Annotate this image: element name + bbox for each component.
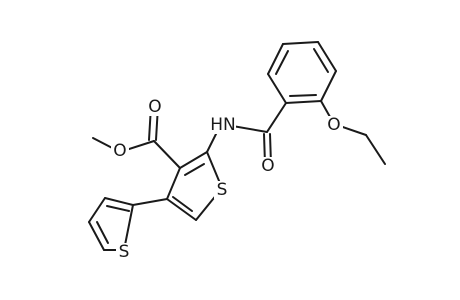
bonds [88,41,386,251]
bond-b3-b4 [282,41,319,45]
bond-b2-b3-inner [275,50,289,75]
bond-t4-t5-inner [96,221,109,244]
bond-ch2-ch3 [365,134,386,165]
atom-o-ester: O [113,141,126,161]
atom-s-thienyl: S [119,242,130,262]
bond-c5-c4-inner [172,196,193,212]
bond-camide-aryl [266,102,287,133]
bond-c3-c2-inner [184,163,205,176]
bond-c4-t2 [132,198,168,206]
atom-o-amide: O [261,156,274,176]
bond-st-t2 [123,204,134,251]
bond-b4-b5 [317,41,337,72]
atom-o-carbonyl: O [148,97,161,117]
bond-t3-t4 [88,197,106,223]
bond-t2-t3-inner [106,205,130,212]
bond-c5-c4 [166,198,197,221]
bond-b6-b1-inner [289,94,317,97]
bond-b6-b1 [285,100,322,104]
bond-c4-c3 [166,167,181,200]
bond-b1-b2 [267,73,287,104]
bond-t4-t5 [88,221,105,251]
bond-c3-ccarb [153,140,181,169]
bond-b4-b5-inner [313,48,329,73]
atom-s-thiophene: S [217,180,228,200]
bond-t2-t3 [104,197,134,206]
bond-b2-b3 [267,43,284,75]
atom-nh: HN [210,115,236,135]
atom-labels: O O HN O O S S [111,97,343,262]
atom-o-ether: O [327,115,340,135]
bond-b5-b6 [320,70,337,102]
bond-c3-c2 [179,151,208,169]
